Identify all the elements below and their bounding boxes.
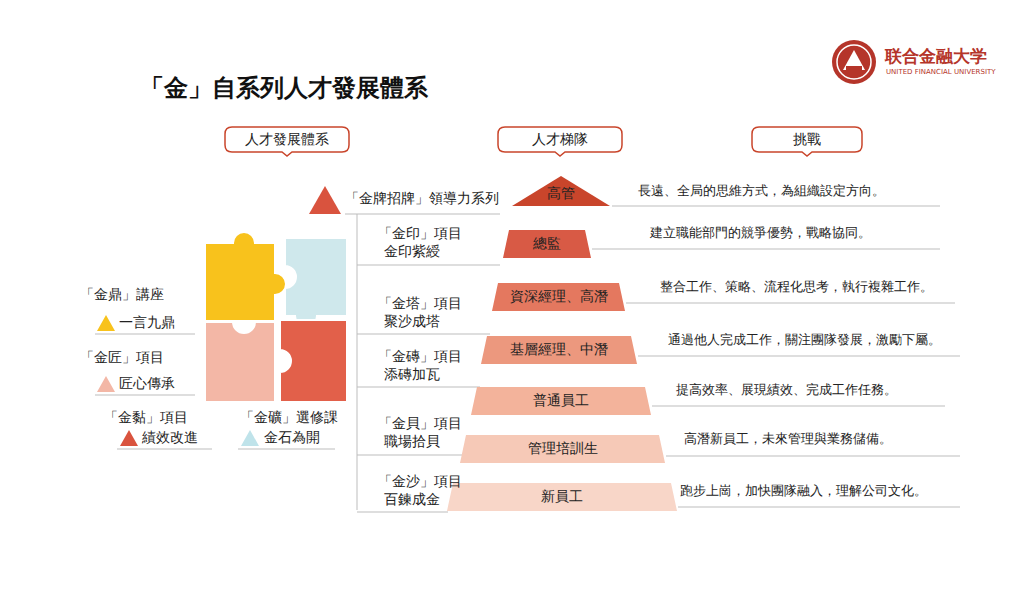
header-box: 人才梯隊 [498, 127, 622, 156]
challenge-text: 跑步上崗，加快團隊融入，理解公司文化。 [680, 482, 927, 500]
program-name: 「金礦」選修課 [240, 409, 338, 427]
challenge-text: 整合工作、策略、流程化思考，執行複雜工作。 [660, 278, 933, 296]
program-name: 「金黏」項目 [104, 409, 188, 427]
program-name: 「金沙」項目 [378, 473, 462, 491]
level-text: 管理培訓生 [528, 440, 598, 458]
challenge-text: 高潛新員工，未來管理與業務儲備。 [684, 430, 892, 448]
pyramid-level: 新員工 [447, 483, 677, 511]
level-text: 基層經理、中潛 [510, 341, 608, 359]
logo-subtext: UNITED FINANCIAL UNIVERSITY [886, 68, 996, 76]
marker-triangle [97, 376, 115, 392]
program-motto: 金石為開 [264, 429, 320, 447]
header-text: 人才發展體系 [245, 131, 329, 149]
program-motto: 金印紫綬 [384, 243, 440, 261]
pyramid-level: 高管 [512, 176, 610, 206]
program-motto: 百鍊成金 [384, 491, 440, 509]
program-motto: 添磚加瓦 [384, 366, 440, 384]
marker-triangle [241, 430, 259, 446]
header-text: 人才梯隊 [532, 131, 588, 149]
pyramid-level: 普通員工 [471, 387, 651, 415]
marker-triangle [97, 315, 115, 331]
program-name: 「金磚」項目 [378, 348, 462, 366]
header-text: 挑戰 [793, 131, 821, 149]
program-name: 「金牌招牌」領導力系列 [345, 190, 499, 208]
challenge-text: 通過他人完成工作，關注團隊發展，激勵下屬。 [668, 331, 941, 349]
challenge-text: 建立職能部門的競爭優勢，戰略協同。 [650, 224, 871, 242]
level-text: 普通員工 [533, 392, 589, 410]
challenge-text: 長遠、全局的思維方式，為組織設定方向。 [638, 182, 885, 200]
program-motto: 匠心傳承 [119, 375, 175, 393]
program-motto: 聚沙成塔 [384, 313, 440, 331]
program-name: 「金印」項目 [378, 225, 462, 243]
marker-triangle [120, 430, 138, 446]
level-text: 高管 [547, 185, 575, 203]
challenge-text: 提高效率、展現績效、完成工作任務。 [676, 381, 897, 399]
program-leader-lines [345, 214, 500, 512]
leadership-triangle [309, 186, 341, 214]
logo-text: 联合金融大学 [885, 45, 987, 68]
header-box: 人才發展體系 [225, 127, 349, 156]
header-box: 挑戰 [752, 127, 862, 156]
diagram-title: 「金」自系列人才發展體系 [140, 72, 428, 104]
program-motto: 職場拾貝 [384, 433, 440, 451]
pyramid-level: 總監 [503, 230, 591, 258]
level-text: 資深經理、高潛 [510, 288, 608, 306]
program-motto: 一言九鼎 [119, 314, 175, 332]
logo-seal [832, 40, 876, 84]
program-name: 「金貝」項目 [378, 415, 462, 433]
program-name: 「金匠」項目 [80, 349, 164, 367]
pyramid-level: 管理培訓生 [460, 435, 665, 463]
pyramid-level: 資深經理、高潛 [492, 283, 625, 311]
level-text: 新員工 [541, 488, 583, 506]
pyramid-level: 基層經理、中潛 [481, 336, 637, 364]
level-text: 總監 [533, 235, 561, 253]
program-motto: 績效改進 [142, 429, 198, 447]
program-name: 「金鼎」講座 [80, 286, 164, 304]
puzzle-illustration [205, 232, 347, 402]
program-name: 「金塔」項目 [378, 295, 462, 313]
